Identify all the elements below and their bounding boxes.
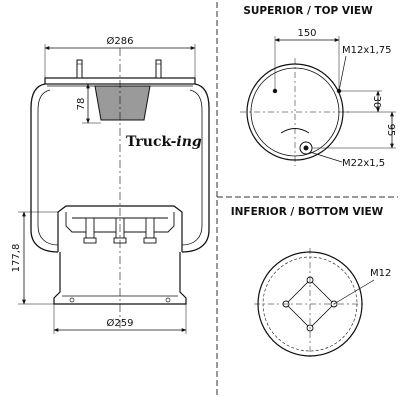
piston-bolt-left [85, 217, 95, 239]
piston-bolt-right [145, 217, 155, 239]
leader-air-thread [309, 151, 343, 163]
dim-stud-spacing: 150 [297, 28, 316, 39]
bottom-view-heading: INFERIOR / BOTTOM VIEW [231, 206, 384, 218]
top-thread-label: M12x1,75 [342, 45, 392, 56]
brand-logo: Truck-ing [126, 134, 202, 150]
piston-base-hole-right [165, 297, 171, 303]
top-view: SUPERIOR / TOP VIEW 150 M12x1,75 30 95 M… [240, 5, 396, 169]
air-thread-label: M22x1,5 [342, 158, 385, 169]
dim-height-total: 177,8 [11, 244, 22, 273]
bellow-inner [37, 89, 203, 246]
dim-offset-a: 30 [371, 96, 382, 109]
top-stud-right [155, 59, 162, 79]
dim-height-top: 78 [76, 98, 87, 111]
side-view: Truck-ing Ø286 78 177,8 Ø259 [11, 35, 210, 334]
bottom-thread-label: M12 [370, 268, 391, 279]
dim-bottom-diameter: Ø259 [107, 317, 134, 329]
top-stud-hole-left [272, 88, 278, 94]
top-stud-left [76, 59, 83, 79]
air-port-inner [303, 145, 309, 151]
bellow-outer [30, 83, 210, 253]
top-view-heading: SUPERIOR / TOP VIEW [243, 5, 373, 17]
leader-bottom-thread [333, 279, 375, 305]
bottom-view: INFERIOR / BOTTOM VIEW M12 [231, 206, 391, 360]
piston-nut-right [143, 237, 157, 244]
dim-offset-b: 95 [385, 124, 396, 137]
air-fitting [94, 85, 151, 121]
piston-lip [57, 205, 183, 252]
piston-nut-left [83, 237, 97, 244]
piston-base-hole-left [69, 297, 75, 303]
leader-top-thread [338, 55, 347, 92]
dim-top-diameter: Ø286 [107, 35, 134, 47]
